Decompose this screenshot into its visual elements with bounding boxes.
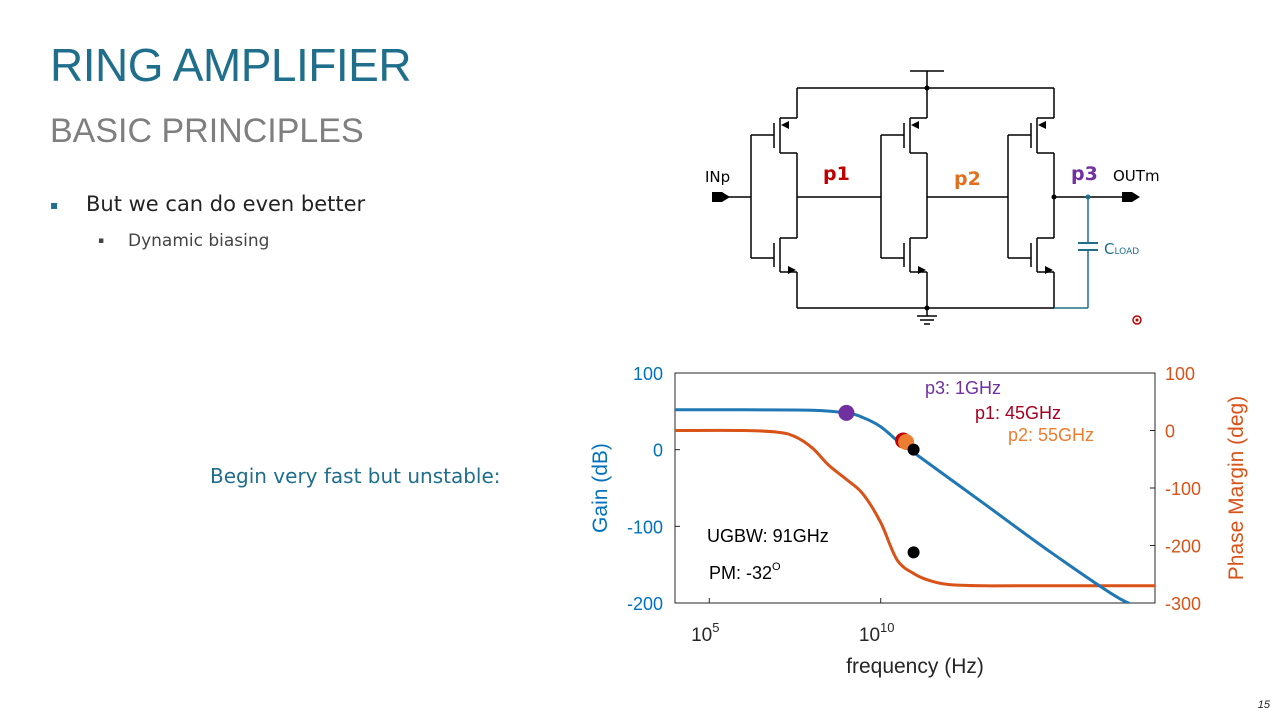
- right-tick-label: -100: [1165, 479, 1201, 499]
- marker-label-p2: p2: 55GHz: [1008, 425, 1094, 445]
- cursor-dot-icon: [1135, 318, 1139, 322]
- bullet-text: But we can do even better: [86, 192, 366, 216]
- node-label-p2: p2: [954, 168, 981, 190]
- callout-text: Begin very fast but unstable:: [210, 464, 501, 488]
- output-port-icon: [1122, 192, 1140, 202]
- transistor-arrows: [781, 121, 1053, 274]
- marker-p1: [895, 432, 912, 449]
- x-tick-exponent: 5: [712, 620, 719, 635]
- annotation-ugbw: UGBW: 91GHz: [707, 526, 829, 546]
- left-tick-label: -200: [627, 594, 663, 614]
- phase-curve: [675, 428, 1155, 588]
- output-label: OUTm: [1113, 167, 1160, 185]
- pole-markers: [838, 404, 920, 559]
- schematic-wires: [728, 70, 1122, 325]
- marker-ugbw-phase: [907, 546, 920, 559]
- cap-label-sub: LOAD: [1114, 247, 1139, 257]
- bullet-marker: ▪: [50, 198, 59, 212]
- x-axis-label: frequency (Hz): [846, 655, 984, 678]
- right-tick-label: -300: [1165, 594, 1201, 614]
- marker-ugbw-gain: [907, 443, 920, 456]
- node-label-p1: p1: [823, 163, 850, 185]
- load-capacitor: [1054, 194, 1098, 309]
- gain-curve: [675, 408, 1133, 603]
- left-tick-label: 0: [653, 441, 663, 461]
- junction-dots: [924, 85, 1057, 311]
- x-tick-base: 10: [859, 625, 880, 646]
- x-tick-base: 10: [691, 625, 712, 646]
- marker-p3: [838, 404, 855, 421]
- annotation-pm-text: PM: -32: [709, 563, 772, 583]
- cursor-icon: [1132, 315, 1142, 325]
- input-port-icon: [712, 192, 730, 202]
- marker-label-p3: p3: 1GHz: [925, 378, 1001, 398]
- y-axis-label-left: Gain (dB): [589, 443, 612, 533]
- bullet-level-2: ▪ Dynamic biasing: [98, 231, 269, 251]
- page-number: 15: [1257, 699, 1270, 711]
- right-tick-label: 0: [1165, 422, 1175, 442]
- left-axis-ticks: 100 0 -100 -200: [627, 364, 680, 614]
- annotation-pm: PM: -32O: [709, 561, 781, 583]
- annotation-pm-sup: O: [772, 561, 781, 573]
- right-tick-label: -200: [1165, 537, 1201, 557]
- bullet-marker: ▪: [98, 236, 105, 246]
- slide-title: RING AMPLIFIER: [50, 39, 412, 91]
- cap-label: CLOAD: [1104, 240, 1139, 258]
- cap-label-main: C: [1104, 240, 1114, 258]
- input-label: INp: [705, 168, 730, 186]
- left-tick-label: 100: [633, 364, 663, 384]
- y-axis-label-right: Phase Margin (deg): [1225, 396, 1248, 580]
- node-label-p3: p3: [1071, 163, 1098, 185]
- marker-p2: [898, 434, 915, 450]
- plot-frame: [674, 372, 1156, 604]
- marker-label-p1: p1: 45GHz: [975, 403, 1061, 423]
- left-tick-label: -100: [627, 517, 663, 537]
- bullet-level-1: ▪ But we can do even better: [50, 192, 365, 216]
- right-axis-ticks: 100 0 -100 -200 -300: [1150, 364, 1201, 614]
- slide-subtitle: BASIC PRINCIPLES: [50, 112, 364, 150]
- right-tick-label: 100: [1165, 364, 1195, 384]
- bullet-text: Dynamic biasing: [128, 231, 270, 251]
- x-tick-label: 1010: [859, 620, 895, 646]
- x-tick-label: 105: [691, 620, 719, 646]
- x-tick-exponent: 10: [880, 620, 894, 635]
